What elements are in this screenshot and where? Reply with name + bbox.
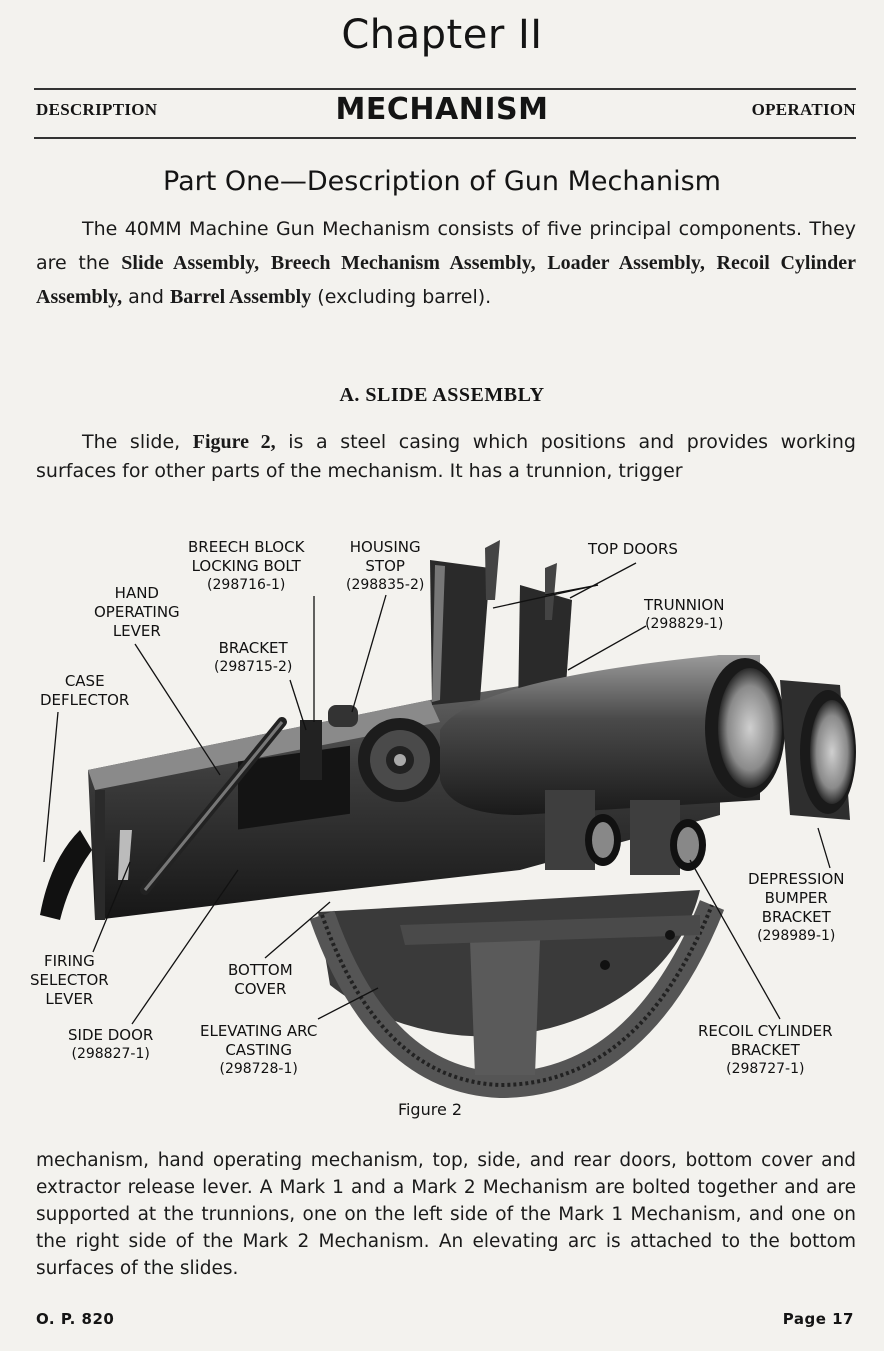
header-rule-top xyxy=(34,88,856,90)
leader-lines xyxy=(43,562,831,1025)
label-side-door: SIDE DOOR (298827-1) xyxy=(68,1026,154,1062)
header-right: OPERATION xyxy=(751,100,856,119)
intro-paragraph: The 40MM Machine Gun Mechanism consists … xyxy=(36,218,857,308)
label-housing-stop: HOUSING STOP (298835-2) xyxy=(346,538,425,593)
trunnion-tube xyxy=(440,655,856,875)
label-breech-block-locking-bolt: BREECH BLOCK LOCKING BOLT (298716-1) xyxy=(188,538,305,593)
label-recoil-cylinder-bracket: RECOIL CYLINDER BRACKET (298727-1) xyxy=(698,1022,833,1077)
footer-page-number: Page 17 xyxy=(782,1310,854,1328)
label-depression-bumper-bracket: DEPRESSION BUMPER BRACKET (298989-1) xyxy=(748,870,845,944)
figure-caption: Figure 2 xyxy=(397,1100,463,1119)
label-firing-selector-lever: FIRING SELECTOR LEVER xyxy=(30,952,109,1008)
label-trunnion: TRUNNION (298829-1) xyxy=(644,596,725,632)
header-rule-bottom xyxy=(34,137,856,139)
header-left: DESCRIPTION xyxy=(36,100,158,119)
elevating-arc-casting xyxy=(309,890,725,1099)
part-title: Part One—Description of Gun Mechanism xyxy=(163,166,721,197)
label-hand-operating-lever: HAND OPERATING LEVER xyxy=(94,584,180,640)
label-case-deflector: CASE DEFLECTOR xyxy=(40,672,130,709)
footer-document-number: O. P. 820 xyxy=(36,1310,115,1328)
continuation-paragraph: mechanism, hand operating mechanism, top… xyxy=(36,1150,856,1279)
section-heading: A. SLIDE ASSEMBLY xyxy=(339,384,545,406)
slide-paragraph: The slide, Figure 2, is a steel casing w… xyxy=(36,431,856,482)
label-elevating-arc-casting: ELEVATING ARC CASTING (298728-1) xyxy=(200,1022,318,1077)
header-center: MECHANISM xyxy=(335,92,549,127)
label-bottom-cover: BOTTOM COVER xyxy=(228,961,293,998)
label-top-doors: TOP DOORS xyxy=(588,540,678,558)
chapter-title: Chapter II xyxy=(341,12,543,58)
label-bracket: BRACKET (298715-2) xyxy=(214,639,293,675)
